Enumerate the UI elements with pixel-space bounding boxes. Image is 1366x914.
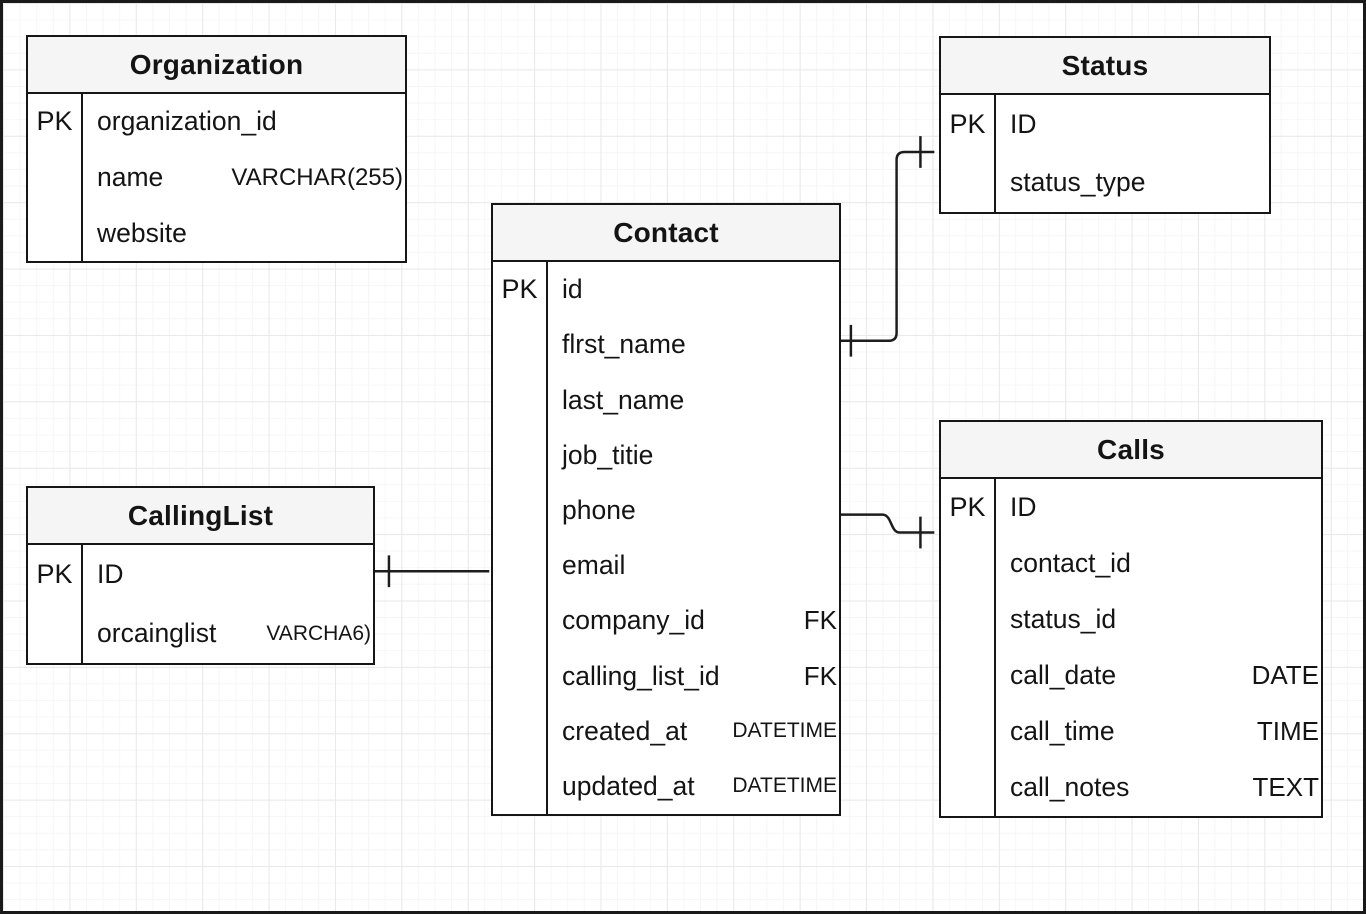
- field-type: TEXT: [1252, 772, 1319, 803]
- field-name: name: [97, 162, 164, 192]
- field-name: call_notes: [1010, 772, 1130, 803]
- field-row: id: [548, 262, 839, 317]
- field-row: job_titie: [548, 428, 839, 483]
- field-list: ID orcainglist VARCHA6): [83, 545, 373, 663]
- field-row: call_date DATE: [996, 648, 1321, 704]
- field-name: ID: [1010, 108, 1037, 139]
- field-row: call_notes TEXT: [996, 760, 1321, 816]
- field-name: flrst_name: [562, 329, 686, 360]
- entity-callinglist[interactable]: CallingList PK ID orcainglist VARCHA6): [26, 486, 375, 665]
- pk-label: PK: [36, 106, 73, 137]
- field-type: DATETIME: [732, 774, 837, 798]
- field-row: email: [548, 538, 839, 593]
- field-name: contact_id: [1010, 547, 1131, 578]
- entity-title-text: Contact: [613, 216, 719, 248]
- field-name: company_id: [562, 605, 705, 636]
- field-name: job_titie: [562, 439, 654, 470]
- entity-title-text: Calls: [1097, 433, 1165, 465]
- field-name: organization_id: [97, 106, 277, 137]
- pk-label: PK: [501, 274, 538, 305]
- field-name: email: [562, 550, 626, 581]
- field-row: phone: [548, 483, 839, 538]
- field-name: call_date: [1010, 660, 1117, 691]
- field-row: flrst_name: [548, 317, 839, 372]
- field-name: website: [97, 217, 187, 248]
- pk-column: PK: [941, 95, 996, 212]
- pk-column: PK: [28, 94, 83, 261]
- entity-contact[interactable]: Contact PK id flrst_name last_name job_titi…: [491, 203, 841, 816]
- field-row: status_type: [996, 154, 1269, 213]
- entity-status-title: Status: [941, 38, 1269, 95]
- entity-calls-title: Calls: [941, 422, 1321, 479]
- field-type: VARCHA6): [266, 621, 371, 645]
- field-name: status_type: [1010, 167, 1146, 198]
- field-name: id: [562, 274, 583, 305]
- field-row: company_id FK: [548, 593, 839, 648]
- field-type: DATETIME: [732, 719, 837, 743]
- connector-contact-calls: [836, 513, 935, 549]
- field-name: phone: [562, 494, 636, 525]
- pk-column: PK: [493, 262, 548, 814]
- pk-label: PK: [949, 491, 986, 522]
- field-name: ID: [1010, 491, 1037, 522]
- field-name: last_name: [562, 384, 685, 415]
- connector-callinglist-contact: [374, 555, 490, 588]
- pk-label: PK: [949, 108, 986, 139]
- field-name: created_at: [562, 715, 688, 746]
- entity-calls[interactable]: Calls PK ID contact_id status_id call_date D…: [939, 420, 1323, 818]
- connector-contact-status: [836, 136, 935, 357]
- field-row: name VARCHAR(255): [83, 150, 405, 206]
- field-name: ID: [97, 559, 124, 589]
- field-name: status_id: [1010, 603, 1117, 634]
- field-list: ID status_type: [996, 95, 1269, 212]
- entity-organization-title: Organization: [28, 37, 405, 94]
- field-type: FK: [803, 605, 837, 636]
- field-row: call_time TIME: [996, 704, 1321, 760]
- field-row: status_id: [996, 591, 1321, 647]
- entity-title-text: CallingList: [127, 499, 274, 531]
- field-row: updated_at DATETIME: [548, 759, 839, 814]
- field-name: updated_at: [562, 770, 695, 801]
- field-row: ID: [996, 479, 1321, 535]
- field-row: created_at DATETIME: [548, 704, 839, 759]
- field-row: ID: [996, 95, 1269, 154]
- entity-status[interactable]: Status PK ID status_type: [939, 36, 1271, 214]
- field-row: orcainglist VARCHA6): [83, 604, 373, 663]
- pk-label: PK: [36, 559, 73, 589]
- field-row: organization_id: [83, 94, 405, 150]
- entity-callinglist-title: CallingList: [28, 488, 373, 545]
- field-row: calling_list_id FK: [548, 648, 839, 703]
- field-type: VARCHAR(255): [231, 163, 403, 191]
- field-type: DATE: [1251, 660, 1319, 691]
- field-name: orcainglist: [97, 618, 217, 648]
- field-row: ID: [83, 545, 373, 604]
- field-name: calling_list_id: [562, 660, 720, 691]
- pk-column: PK: [28, 545, 83, 663]
- field-name: call_time: [1010, 716, 1115, 747]
- entity-contact-title: Contact: [493, 205, 839, 262]
- pk-column: PK: [941, 479, 996, 816]
- field-type: TIME: [1256, 716, 1319, 747]
- field-list: ID contact_id status_id call_date DATE call_t…: [996, 479, 1321, 816]
- entity-title-text: Organization: [129, 48, 304, 80]
- field-row: last_name: [548, 372, 839, 427]
- field-type: FK: [803, 660, 837, 691]
- field-row: contact_id: [996, 535, 1321, 591]
- field-row: website: [83, 205, 405, 261]
- entity-title-text: Status: [1061, 49, 1149, 81]
